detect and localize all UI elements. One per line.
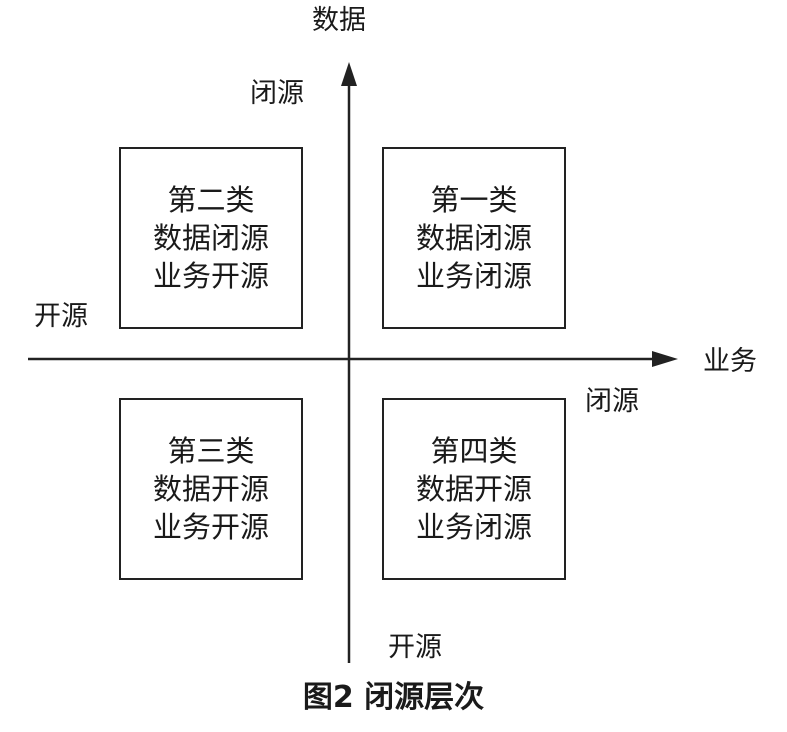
quadrant-1-box: 第一类 数据闭源 业务闭源 (382, 147, 566, 329)
quadrant-data-line: 数据开源 (415, 472, 532, 506)
quadrant-title: 第二类 (167, 183, 255, 217)
quadrant-business-line: 业务闭源 (415, 259, 532, 293)
figure-caption: 图2 闭源层次 (302, 680, 485, 715)
quadrant-business-line: 业务开源 (152, 510, 269, 544)
quadrant-data-line: 数据开源 (152, 472, 269, 506)
quadrant-data-line: 数据闭源 (152, 221, 269, 255)
quadrant-business-line: 业务闭源 (415, 510, 532, 544)
quadrant-2-box: 第二类 数据闭源 业务开源 (119, 147, 303, 329)
y-axis-arrowhead (341, 62, 357, 86)
y-axis-top-label: 闭源 (250, 78, 304, 109)
x-axis-left-label: 开源 (34, 301, 88, 332)
y-axis-name: 数据 (312, 5, 366, 36)
x-axis-arrowhead (652, 351, 678, 367)
quadrant-4-box: 第四类 数据开源 业务闭源 (382, 398, 566, 580)
quadrant-3-box: 第三类 数据开源 业务开源 (119, 398, 303, 580)
quadrant-business-line: 业务开源 (152, 259, 269, 293)
quadrant-title: 第一类 (430, 183, 518, 217)
y-axis-bottom-label: 开源 (388, 632, 442, 663)
x-axis-right-label: 闭源 (585, 386, 639, 417)
x-axis-name: 业务 (703, 346, 757, 377)
quadrant-title: 第三类 (167, 434, 255, 468)
quadrant-title: 第四类 (430, 434, 518, 468)
quadrant-data-line: 数据闭源 (415, 221, 532, 255)
